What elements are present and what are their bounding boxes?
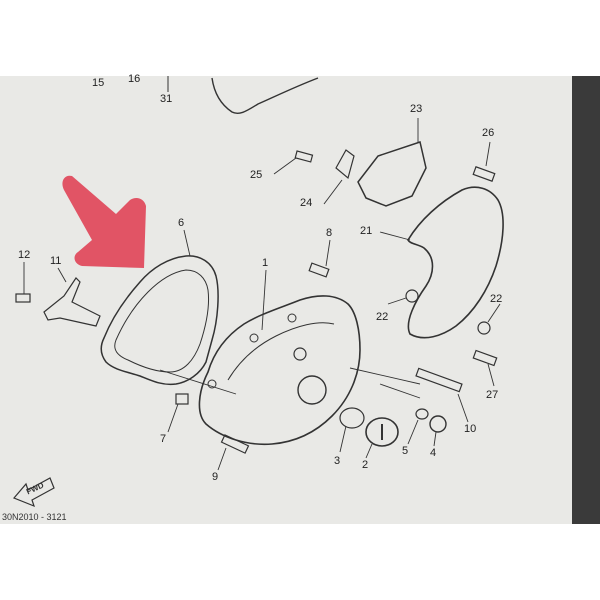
crankcase-cover-1: [198, 295, 361, 446]
cover-bolt-hole-a: [207, 379, 217, 389]
cover-small-boss: [293, 347, 307, 361]
paper-edge-shadow: [572, 76, 600, 524]
part-label-1: 1: [262, 257, 269, 269]
part-label-11: 11: [50, 255, 62, 267]
plug-2: [365, 417, 399, 447]
gasket-6: [100, 255, 219, 386]
washer-22-left: [405, 289, 419, 303]
sprocket-cover-21: [407, 186, 504, 339]
part-label-27: 27: [486, 389, 499, 401]
dowel-7: [175, 393, 189, 405]
crankcase-cover-rib: [227, 322, 335, 381]
bolt-10: [415, 367, 463, 393]
part-label-25: 25: [250, 169, 263, 181]
part-label-21: 21: [360, 225, 373, 237]
red-pointer-arrow: [62, 175, 146, 268]
part-label-3: 3: [334, 455, 341, 467]
bolt-12: [15, 293, 31, 303]
part-label-4: 4: [430, 447, 437, 459]
part-label-2: 2: [362, 459, 369, 471]
part-label-10: 10: [464, 423, 477, 435]
o-ring-5: [415, 408, 429, 420]
leader-lines: [23, 118, 501, 471]
bolt-26: [472, 166, 496, 182]
fwd-arrow-icon: [12, 477, 55, 508]
part-label-26: 26: [482, 127, 495, 139]
part-label-22-right: 22: [490, 293, 503, 305]
plug-4: [429, 415, 447, 433]
part-label-6: 6: [178, 217, 185, 229]
part-label-31: 31: [160, 93, 173, 105]
part-label-9: 9: [212, 471, 219, 483]
part-label-12: 12: [18, 249, 31, 261]
document-number: 30N2010 - 3121: [2, 512, 67, 522]
o-ring-3: [339, 407, 365, 429]
part-label-16: 16: [128, 73, 141, 85]
gasket-6-inner: [114, 269, 209, 373]
washer-22-right: [477, 321, 491, 335]
bolt-27: [472, 349, 498, 367]
shift-lever-11: [43, 277, 101, 327]
cover-bolt-hole-c: [287, 313, 297, 323]
bolt-8: [308, 262, 330, 278]
bracket-23: [357, 141, 427, 207]
part-label-7: 7: [160, 433, 167, 445]
cover-bolt-hole-b: [249, 333, 259, 343]
bolt-9: [220, 434, 250, 454]
cover-round-boss: [297, 375, 327, 405]
bolt-25: [294, 150, 314, 163]
part-label-8: 8: [326, 227, 333, 239]
clip-24: [335, 149, 355, 180]
part-label-5: 5: [402, 445, 409, 457]
part-label-23: 23: [410, 103, 423, 115]
upper-gasket-outline: [211, 77, 319, 114]
part-label-15: 15: [92, 77, 105, 89]
part-label-24: 24: [300, 197, 313, 209]
part-label-22-left: 22: [376, 311, 389, 323]
